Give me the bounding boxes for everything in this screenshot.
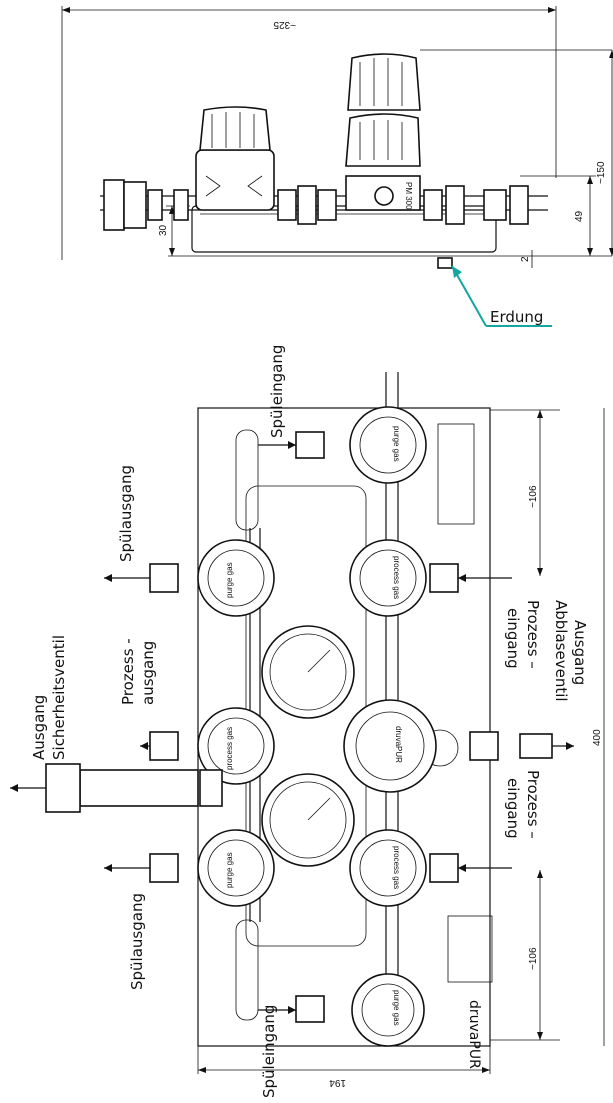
process-inlet-lower-label-line1: Prozess – [524, 770, 542, 839]
overall-height-dimension: ~150 [596, 161, 607, 184]
regulator-marking: PM 300 [404, 182, 413, 210]
gap-dimension: 2 [520, 256, 531, 262]
process-inlet-upper-label-line2: eingang [504, 608, 522, 669]
process-inlet-upper-label-line1: Prozess – [524, 600, 542, 669]
pressure-gauge-lower [261, 773, 355, 867]
svg-text:druvaPUR: druvaPUR [394, 726, 403, 763]
process-valve-lower: process gas [349, 829, 427, 907]
purge-valve-lower-left: purge gas [197, 829, 275, 907]
purge-inlet-bottom-label: Spüleingang [260, 1005, 278, 1098]
main-regulator-top: druvaPUR [343, 699, 437, 793]
safety-valve-label-line2: Sicherheitsventil [50, 635, 68, 760]
pressure-gauge-upper [261, 625, 355, 719]
purge-inlet-top-label: Spüleingang [268, 345, 286, 438]
process-valve-left: process gas [197, 707, 275, 785]
main-regulator-knob-top [347, 53, 421, 111]
process-inlet-lower-label-line2: eingang [504, 778, 522, 839]
left-regulator-body [195, 149, 275, 211]
svg-text:purge gas: purge gas [392, 990, 401, 1026]
safety-valve-body-side [103, 179, 125, 231]
side-view: ~325 ~150 49 2 30 [61, 6, 613, 327]
base-height-dimension: 49 [574, 210, 585, 222]
mounting-plate-side [191, 205, 497, 253]
vent-valve-label-line1: Ausgang [571, 620, 589, 685]
plate-depth-dimension: 194 [329, 1077, 346, 1088]
svg-text:process gas: process gas [392, 846, 401, 889]
safety-valve-body [79, 769, 199, 807]
left-regulator-knob [199, 106, 271, 151]
flow-arrows [10, 441, 574, 1014]
purge-outlet-upper-label: Spülausgang [117, 465, 135, 562]
purge-valve-upper-left: purge gas [197, 539, 275, 617]
plate-length-dimension: 400 [592, 729, 603, 746]
info-label-panel [437, 423, 475, 525]
svg-text:process gas: process gas [225, 727, 234, 770]
process-valve-upper: process gas [349, 539, 427, 617]
plate-height-dimension: 30 [158, 224, 169, 236]
purge-outlet-lower-label: Spülausgang [128, 893, 146, 990]
main-regulator-port [374, 186, 394, 206]
vent-valve-label-line2: Abblaseventil [552, 600, 570, 702]
purge-valve-bottom: purge gas [351, 973, 425, 1047]
top-view: 194 400 ~106 ~106 purge gas process gas [10, 345, 605, 1098]
safety-valve-label-line1: Ausgang [30, 695, 48, 760]
mounting-plate-top [197, 407, 491, 1047]
grounding-label: Erdung [490, 308, 543, 326]
svg-text:purge gas: purge gas [225, 852, 234, 888]
purge-valve-top: purge gas [349, 406, 427, 484]
main-regulator-knob-bottom [345, 113, 421, 167]
qr-code-panel [447, 915, 493, 983]
upper-spacing-dimension: ~106 [528, 485, 539, 508]
process-outlet-label-line2: ausgang [139, 641, 157, 705]
process-outlet-label-line1: Prozess - [119, 638, 137, 705]
svg-text:purge gas: purge gas [225, 562, 234, 598]
lower-spacing-dimension: ~106 [528, 947, 539, 970]
svg-text:purge gas: purge gas [392, 426, 401, 462]
overall-width-dimension: ~325 [273, 19, 296, 30]
brand-logo: druvaPUR [466, 1000, 482, 1069]
svg-text:process gas: process gas [392, 556, 401, 599]
ground-lug [437, 257, 453, 269]
